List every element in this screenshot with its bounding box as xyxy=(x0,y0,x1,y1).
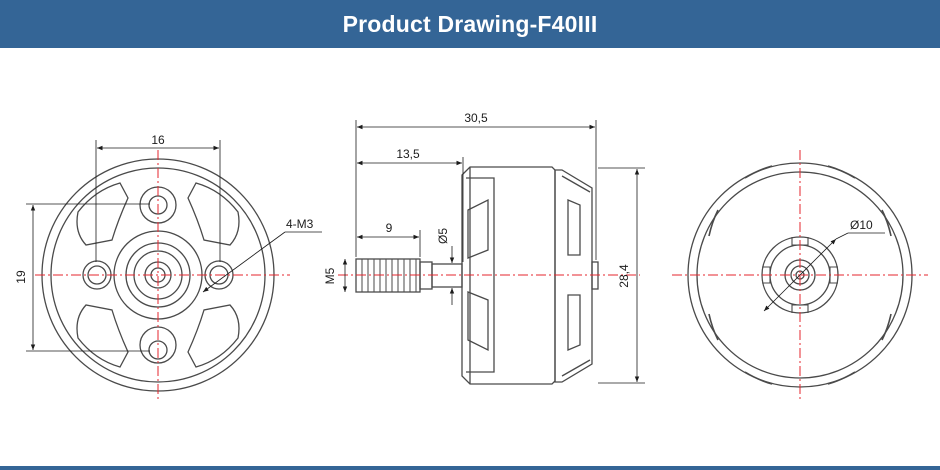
front-hole-bottom xyxy=(148,340,168,360)
dim-shaft-length: 13,5 xyxy=(396,147,420,161)
dim-thread: M5 xyxy=(323,267,337,284)
front-window-4 xyxy=(187,304,240,368)
dim-total-length: 30,5 xyxy=(464,111,488,125)
side-bell-slot-bottom xyxy=(467,291,489,352)
dim-front-height: 19 xyxy=(14,270,28,284)
front-dimensions xyxy=(26,140,322,352)
front-centerlines xyxy=(35,150,290,400)
dim-shaft-dia: Ø5 xyxy=(436,228,450,244)
footer-line xyxy=(0,466,940,470)
dim-diameter: 28,4 xyxy=(617,264,631,288)
side-base-edge xyxy=(561,175,591,377)
title-bar: Product Drawing-F40III xyxy=(0,0,940,48)
front-window-3 xyxy=(76,304,129,368)
side-base-slot-bottom xyxy=(567,294,581,351)
dim-front-width: 16 xyxy=(151,133,165,147)
dim-front-holes: 4-M3 xyxy=(286,217,314,231)
rear-rim-slots xyxy=(708,165,892,385)
dim-center-dia: Ø10 xyxy=(850,218,873,232)
side-base xyxy=(554,169,593,383)
side-bell-rib xyxy=(466,177,495,373)
dim-thread-length: 9 xyxy=(386,221,393,235)
side-dimensions xyxy=(342,120,645,384)
front-hole-left xyxy=(87,265,107,285)
front-window-1 xyxy=(76,182,129,246)
rear-dimensions xyxy=(763,232,885,312)
side-bell-slot-top xyxy=(467,198,489,259)
side-base-slot-top xyxy=(567,199,581,256)
page-title: Product Drawing-F40III xyxy=(342,10,598,37)
front-window-2 xyxy=(187,182,240,246)
